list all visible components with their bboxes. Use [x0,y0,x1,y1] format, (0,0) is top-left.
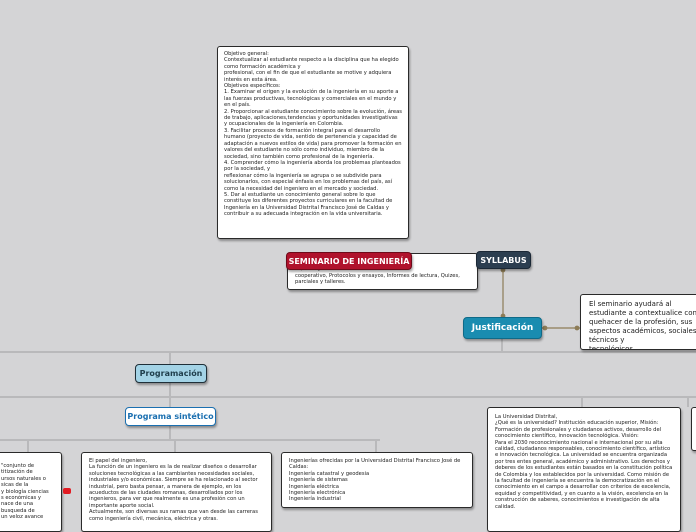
objetivos-node[interactable]: Objetivo general: Contextualizar al estu… [217,46,409,239]
partial-node[interactable] [691,407,696,451]
connector-dot [574,325,580,331]
syllabus-node[interactable]: SYLLABUS [476,251,531,269]
marker-icon [63,488,71,494]
papel-ingeniero-node[interactable]: El papel del ingeniero, La función de un… [81,452,272,532]
seminario-node[interactable]: SEMINARIO DE INGENIERÍA [286,252,412,270]
universidad-distrital-node[interactable]: La Universidad Distrital, ¿Qué es la uni… [487,407,681,532]
connector-dot [542,325,548,331]
connector-lines [0,267,696,452]
programacion-node[interactable]: Programación [135,364,207,383]
ingenierias-ofrecidas-node[interactable]: Ingenierías ofrecidas por la Universidad… [281,452,473,508]
justificacion-text-node[interactable]: El seminario ayudará al estudiante a con… [580,294,696,350]
definicion-node[interactable]: "conjunto de titización de ursos natural… [0,452,62,532]
justificacion-node[interactable]: Justificación [463,317,542,339]
programa-sintetico-node[interactable]: Programa sintético [125,407,216,426]
